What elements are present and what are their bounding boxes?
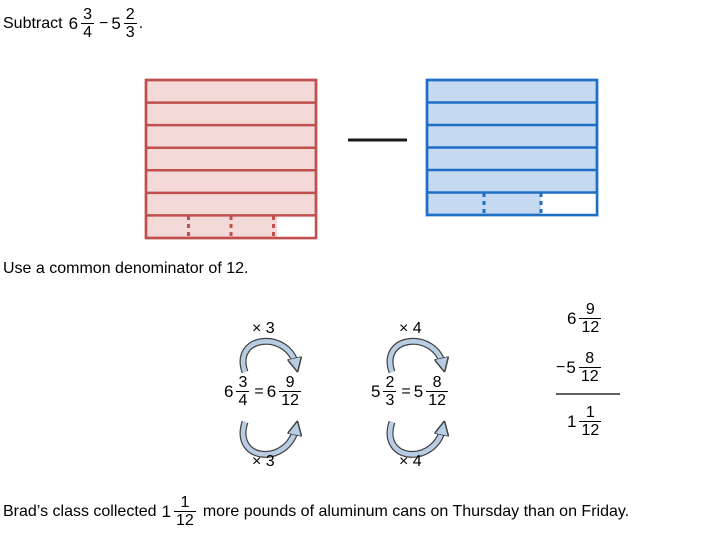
minuend-whole: 6 (68, 13, 79, 33)
right-model-5-2-3 (425, 78, 599, 217)
subtrahend-denominator: 3 (123, 23, 137, 41)
vertical-middle-den: 12 (578, 367, 601, 385)
conversion2-from-whole: 5 (371, 381, 381, 401)
subtrahend-whole: 5 (111, 13, 121, 33)
conclusion-after: more pounds of aluminum cans on Thursday… (202, 502, 630, 520)
conversion2-to-num: 8 (432, 374, 442, 391)
conversion-arrows (239, 338, 620, 458)
conversion2-from-den: 3 (383, 391, 397, 409)
instruction-text: Use a common denominator of 12. (3, 260, 249, 277)
vertical-minus-sign: − (556, 358, 566, 376)
conversion1-to-whole: 6 (266, 381, 277, 401)
conversion2-from-num: 2 (385, 374, 395, 391)
problem-period: . (138, 14, 144, 32)
conclusion-before: Brad’s class collected (3, 502, 157, 520)
conversion1-from-den: 4 (236, 391, 250, 409)
conversion1-arrows (239, 338, 296, 458)
conclusion-whole: 1 (161, 501, 172, 521)
vertical-top-whole: 6 (567, 308, 577, 328)
vertical-result-whole: 1 (567, 411, 577, 431)
conversion2-multiplier-top: × 4 (399, 320, 422, 337)
conversion2-arrows (386, 338, 443, 458)
conversion2-equals: = (401, 382, 411, 400)
minuend-numerator: 3 (83, 6, 92, 23)
minuend-denominator: 4 (81, 23, 94, 41)
subtrahend-numerator: 2 (125, 6, 135, 23)
conversion2-multiplier-bottom: × 4 (399, 453, 422, 470)
conversion1-multiplier-top: × 3 (252, 320, 275, 337)
vertical-middle-whole: 5 (566, 357, 576, 377)
conversion2-to-whole: 5 (413, 381, 424, 401)
fraction-models (144, 78, 599, 240)
conversion2-to-den: 12 (426, 391, 448, 409)
left-model-6-3-4 (144, 78, 318, 240)
vertical-top-den: 12 (579, 318, 602, 336)
conversion1-to-num: 9 (285, 374, 295, 391)
vertical-result-num: 1 (585, 404, 595, 421)
conversion1-to-den: 12 (279, 391, 301, 409)
vertical-result-den: 12 (579, 421, 602, 439)
conversion1-multiplier-bottom: × 3 (252, 453, 275, 470)
conclusion-den: 12 (174, 511, 196, 529)
conversion1-from-whole: 6 (224, 381, 234, 401)
conversion1-from-num: 3 (238, 374, 248, 391)
problem-prefix: Subtract (3, 14, 63, 32)
minus-operator: − (98, 14, 109, 32)
conclusion-num: 1 (180, 494, 190, 511)
vertical-middle-num: 8 (585, 350, 595, 367)
conversion1-equals: = (254, 382, 264, 400)
vertical-top-num: 9 (585, 301, 595, 318)
